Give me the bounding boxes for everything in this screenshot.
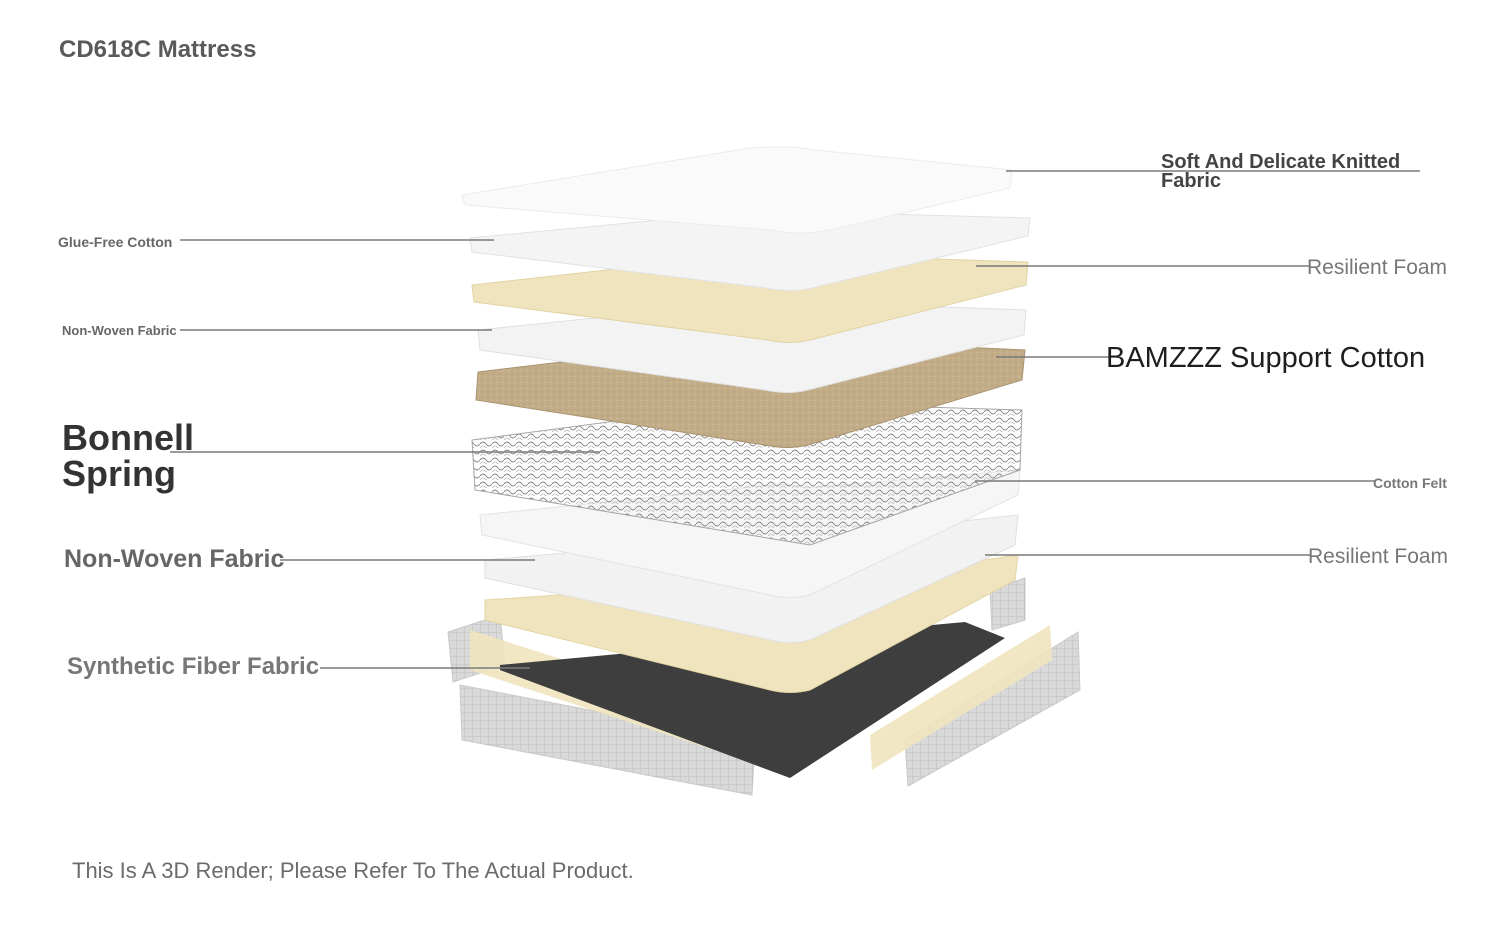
label-cotton-felt: Cotton Felt bbox=[1373, 475, 1447, 491]
render-disclaimer: This Is A 3D Render; Please Refer To The… bbox=[72, 858, 634, 883]
label-resilient-foam-bottom: Resilient Foam bbox=[1308, 545, 1449, 568]
label-resilient-foam-top: Resilient Foam bbox=[1307, 256, 1448, 279]
label-knitted-fabric: Soft And Delicate Knitted Fabric bbox=[1161, 151, 1401, 192]
page-title: CD618C Mattress bbox=[59, 36, 257, 63]
label-glue-free-cotton: Glue-Free Cotton bbox=[58, 234, 173, 250]
label-bamzzz-support-cotton: BAMZZZ Support Cotton bbox=[1106, 342, 1426, 374]
label-bonnell-spring: Bonnell Spring bbox=[62, 417, 194, 494]
base-frame bbox=[447, 577, 1081, 796]
leader-lines bbox=[170, 170, 1420, 669]
label-synthetic-fiber-fabric: Synthetic Fiber Fabric bbox=[67, 653, 320, 680]
label-non-woven-fabric-bottom: Non-Woven Fabric bbox=[64, 545, 285, 573]
layer-knitted-fabric bbox=[461, 146, 1013, 234]
label-non-woven-fabric-top: Non-Woven Fabric bbox=[62, 323, 177, 338]
